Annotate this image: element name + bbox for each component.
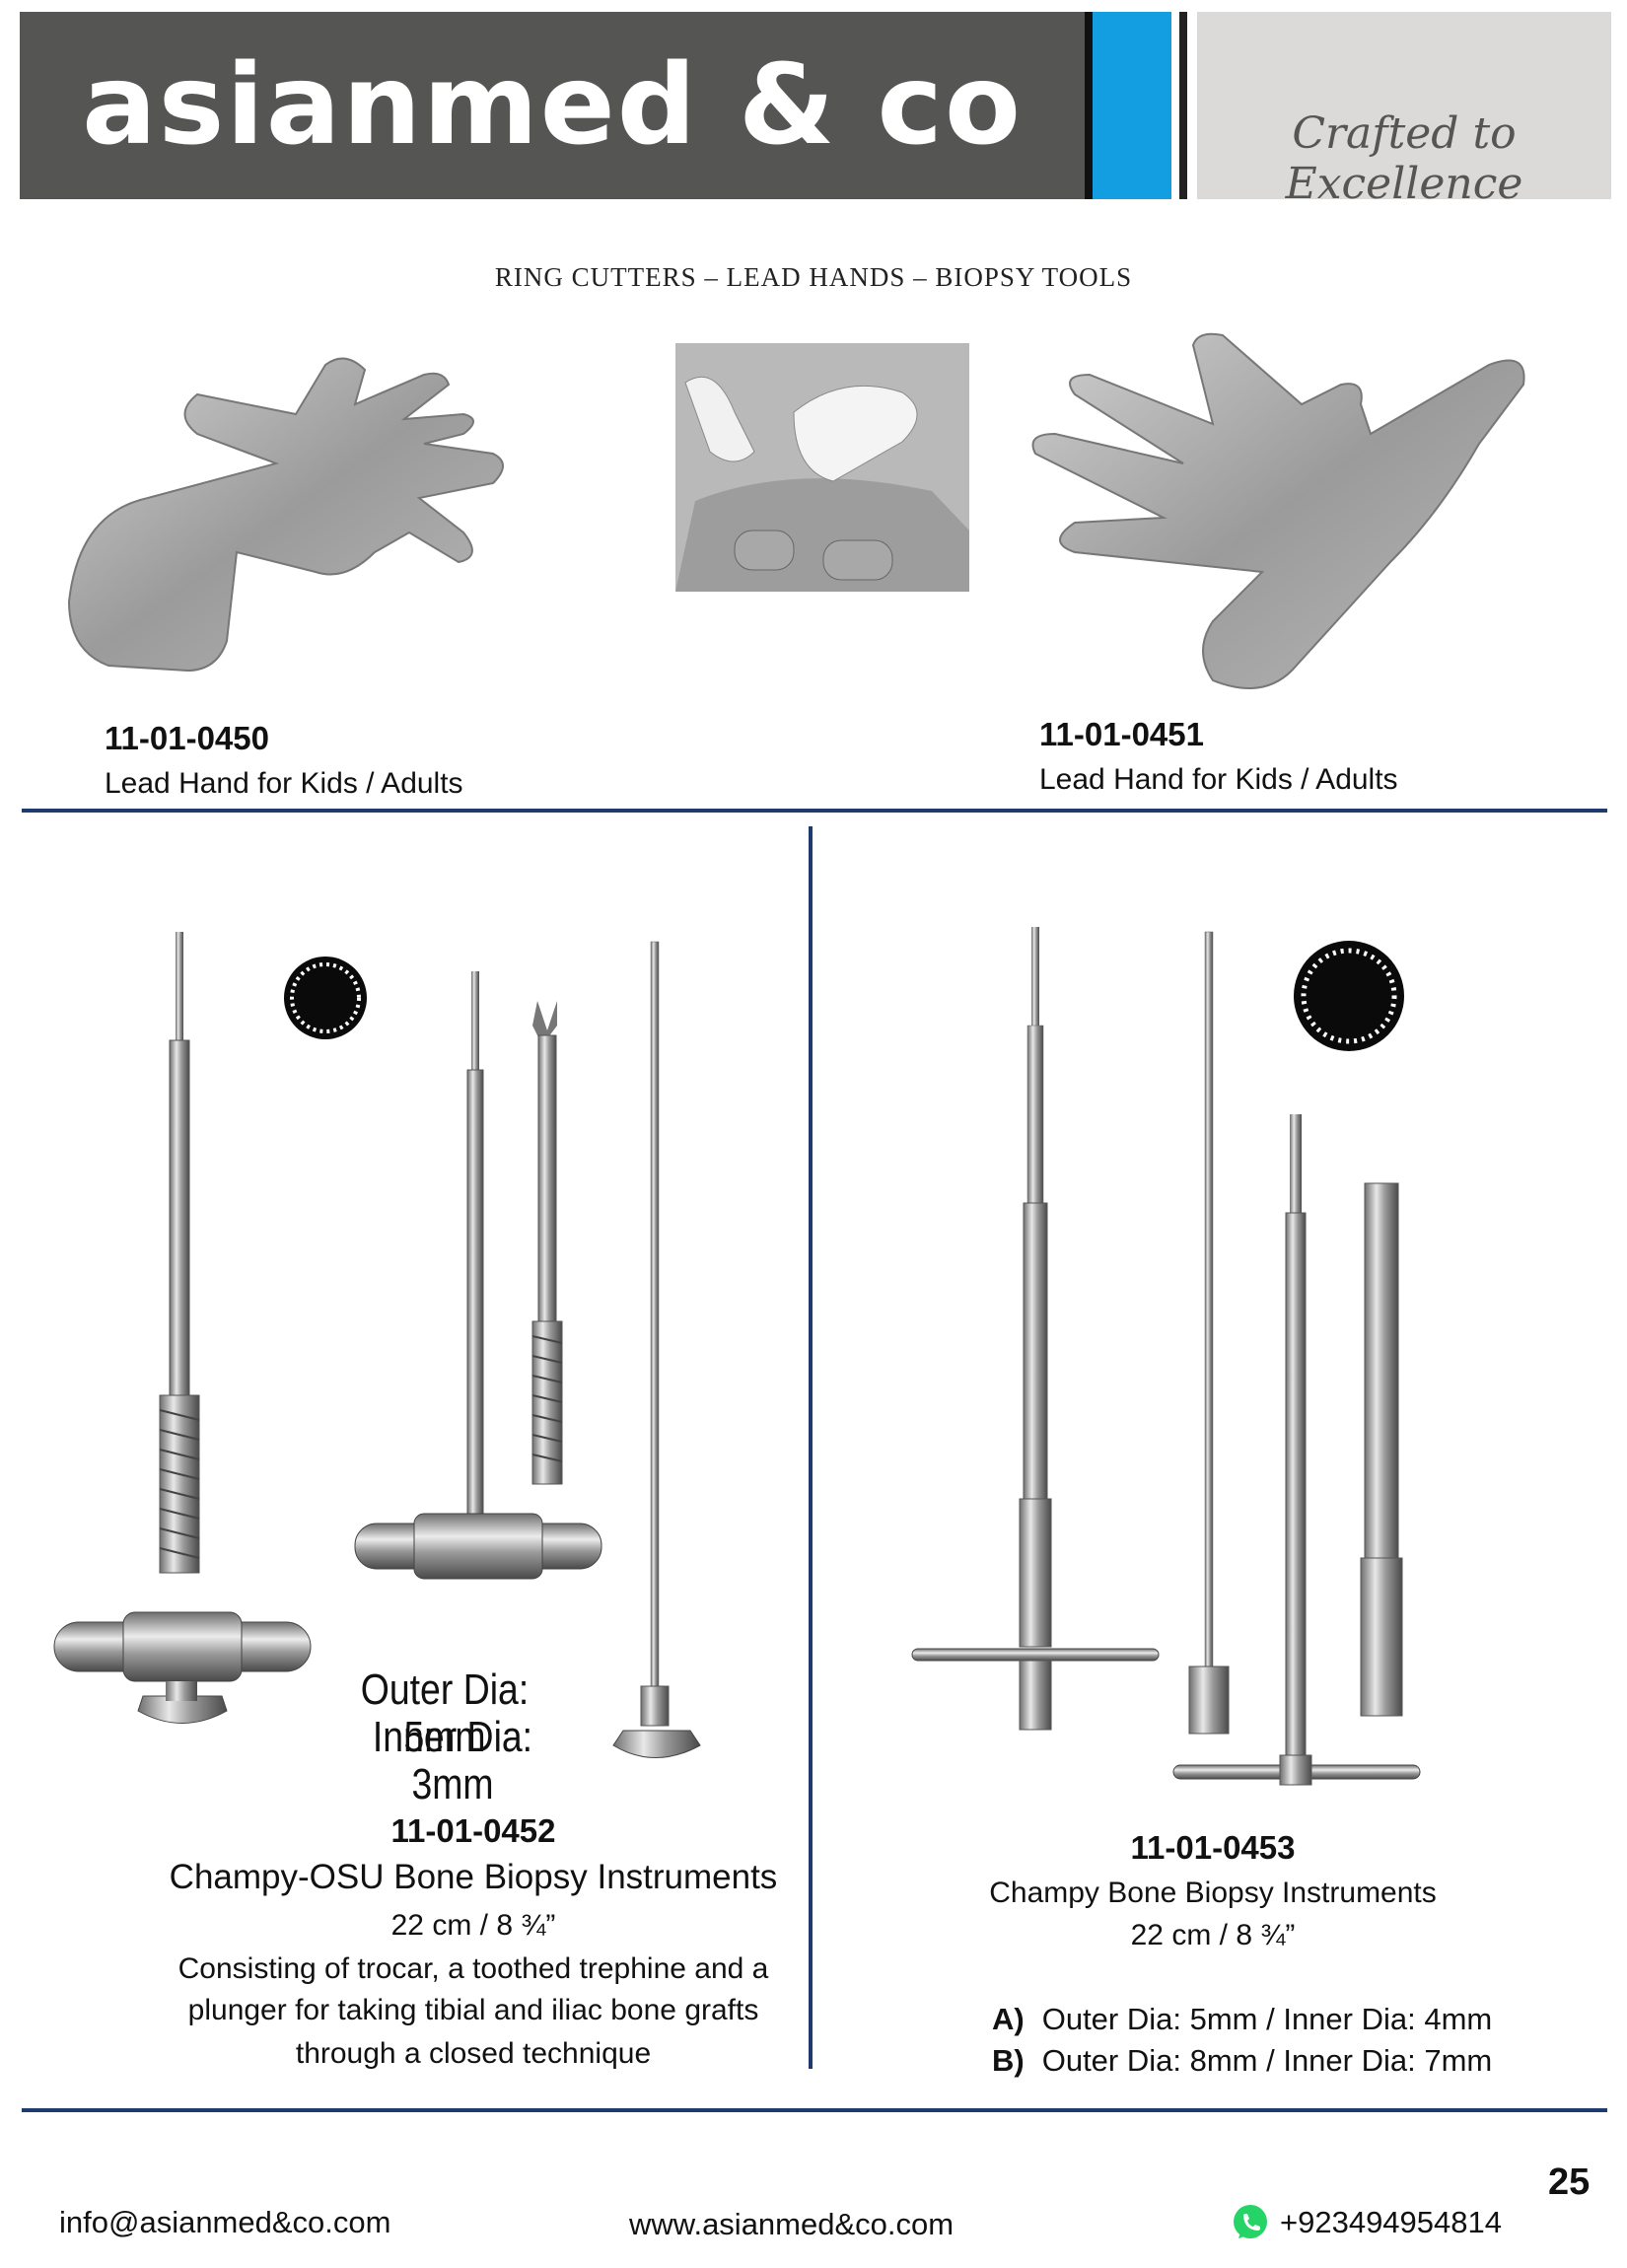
product-name-0451: Lead Hand for Kids / Adults xyxy=(1039,763,1398,796)
page-heading: RING CUTTERS – LEAD HANDS – BIOPSY TOOLS xyxy=(494,262,1133,292)
lead-hand-shape xyxy=(67,357,504,673)
product-name-0452: Champy-OSU Bone Biopsy Instruments xyxy=(169,1858,778,1896)
section-divider xyxy=(22,809,1607,813)
whatsapp-icon xyxy=(1234,2205,1267,2238)
lead-hand-adults-image xyxy=(1031,332,1525,689)
image-label-outer-dia: Outer Dia: 5mm xyxy=(360,1666,530,1761)
variant-text: Outer Dia: 5mm / Inner Dia: 4mm xyxy=(1041,2002,1493,2036)
header-tagline: Crafted to Excellence xyxy=(1285,108,1523,209)
lead-hand-usage-photo xyxy=(675,343,969,592)
product-description-line: through a closed technique xyxy=(295,2037,652,2070)
product-code-0451: 11-01-0451 xyxy=(1039,716,1204,752)
header-tagline-panel xyxy=(1197,12,1611,199)
header-bar xyxy=(20,12,1085,199)
champy-instruments-image xyxy=(911,927,1421,1786)
header-divider xyxy=(1085,12,1093,199)
product-description-line: Consisting of trocar, a toothed trephine… xyxy=(177,1952,769,1985)
product-code-0452: 11-01-0452 xyxy=(390,1812,556,1849)
product-code-0450: 11-01-0450 xyxy=(105,720,269,756)
variant-item: B) Outer Dia: 8mm / Inner Dia: 7mm xyxy=(992,2043,1492,2079)
variant-text: Outer Dia: 8mm / Inner Dia: 7mm xyxy=(1041,2043,1493,2078)
product-name-0450: Lead Hand for Kids / Adults xyxy=(105,767,463,800)
product-code-0453: 11-01-0453 xyxy=(1130,1829,1296,1866)
header-accent-stripe xyxy=(1093,12,1171,199)
product-size-0453: 22 cm / 8 ¾” xyxy=(1130,1919,1296,1951)
trephine-cross-section xyxy=(1294,941,1404,1051)
trephine-cross-section xyxy=(284,957,367,1039)
column-divider xyxy=(809,826,813,2069)
brand-logo: asianmed & co xyxy=(82,41,1023,170)
section-divider xyxy=(22,2108,1607,2112)
variant-letter: A) xyxy=(992,2002,1025,2036)
product-description-line: plunger for taking tibial and iliac bone… xyxy=(187,1994,759,2026)
footer-email[interactable]: info@asianmed&co.com xyxy=(59,2205,391,2239)
image-label-inner-dia: Inner Dia: 3mm xyxy=(372,1713,533,1808)
footer-website[interactable]: www.asianmed&co.com xyxy=(629,2207,955,2241)
variant-item: A) Outer Dia: 5mm / Inner Dia: 4mm xyxy=(992,2002,1492,2037)
lead-hand-kids-image xyxy=(67,357,504,673)
header-divider xyxy=(1179,12,1187,199)
product-name-0453: Champy Bone Biopsy Instruments xyxy=(989,1877,1437,1909)
champy-osu-instruments-image xyxy=(53,932,701,1758)
footer-phone[interactable]: +923494954814 xyxy=(1280,2205,1502,2239)
lead-hand-shape xyxy=(1031,332,1525,689)
product-size-0452: 22 cm / 8 ¾” xyxy=(390,1909,556,1942)
page-number: 25 xyxy=(1548,2162,1591,2203)
variant-letter: B) xyxy=(992,2043,1025,2078)
